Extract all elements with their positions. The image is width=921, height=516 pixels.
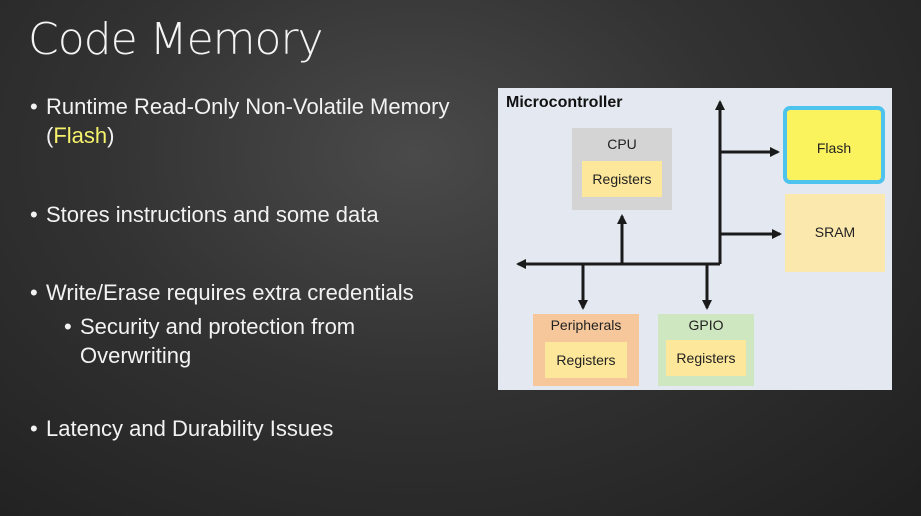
flash-block: Flash (783, 106, 885, 184)
cpu-registers: Registers (582, 161, 662, 197)
bullet-text: Stores instructions and some data (46, 202, 379, 227)
slide-title: Code Memory (28, 14, 324, 65)
bullet-dot: • (30, 416, 38, 441)
gpio-registers: Registers (666, 340, 746, 376)
highlight-flash: Flash (53, 123, 108, 148)
bullet-text: Runtime Read-Only Non-Volatile Memory ( (46, 94, 450, 148)
cpu-block: CPU Registers (572, 128, 672, 210)
diagram-title: Microcontroller (506, 94, 623, 111)
sram-label: SRAM (814, 224, 856, 240)
gpio-label: GPIO (688, 317, 724, 333)
bullet-item: • Latency and Durability Issues (30, 414, 470, 443)
bullet-dot: • (30, 202, 38, 227)
bullet-item: • Stores instructions and some data (30, 200, 470, 229)
bullet-text: Write/Erase requires extra credentials (46, 280, 414, 305)
microcontroller-diagram: Microcontroller CPU Registers Peripheral… (498, 88, 892, 390)
bullet-dot: • (30, 94, 38, 119)
sub-bullet-item: • Security and protection from Overwriti… (64, 312, 444, 370)
bullet-dot: • (64, 314, 72, 339)
bullet-text-suffix: ) (107, 123, 115, 148)
bullet-item: • Write/Erase requires extra credentials (30, 278, 480, 307)
peripherals-block: Peripherals Registers (533, 314, 639, 386)
gpio-block: GPIO Registers (658, 314, 754, 386)
peripherals-label: Peripherals (550, 317, 622, 333)
sram-block: SRAM (785, 194, 885, 272)
flash-label: Flash (816, 140, 852, 156)
peripherals-registers: Registers (545, 342, 627, 378)
bullet-text: Security and protection from Overwriting (80, 314, 356, 368)
bullet-dot: • (30, 280, 38, 305)
bus-lines (516, 100, 782, 310)
bullet-text: Latency and Durability Issues (46, 416, 334, 441)
bullet-item: • Runtime Read-Only Non-Volatile Memory … (30, 92, 450, 150)
cpu-label: CPU (607, 136, 637, 152)
